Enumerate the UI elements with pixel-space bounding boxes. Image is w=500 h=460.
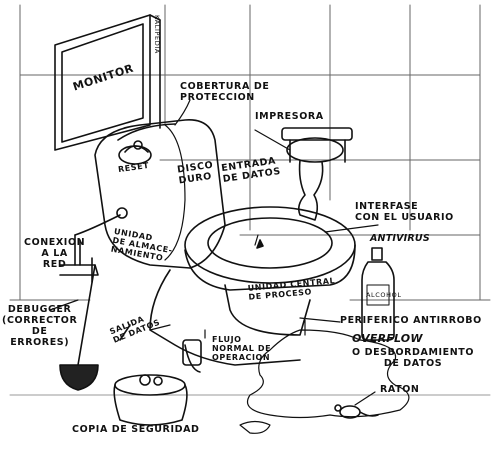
label-alcohol: ALCOHOL: [366, 291, 402, 299]
label-debugger: DEBUGGER (CORRECTOR DE ERRORES): [2, 304, 78, 348]
toilet-tank: [94, 119, 226, 269]
label-pointers: [49, 99, 379, 406]
label-overflow: OVERFLOW: [352, 332, 423, 345]
backup-bucket: [113, 374, 188, 426]
mouse-figure: [334, 404, 379, 419]
label-flujo-normal: FLUJO NORMAL DE OPERACION: [212, 335, 272, 363]
label-raton: RATON: [380, 384, 420, 395]
label-copia-seguridad: COPIA DE SEGURIDAD: [72, 424, 200, 435]
label-antivirus: ANTIVIRUS: [370, 233, 430, 244]
debugger-plunger: [59, 264, 99, 391]
overflow-puddle: [239, 329, 410, 434]
label-periferico: PERIFERICO ANTIRROBO: [340, 315, 482, 326]
label-conexion-red: CONEXION A LA RED: [24, 237, 86, 270]
toilet-bowl: [119, 206, 356, 373]
label-impresora: IMPRESORA: [255, 111, 324, 122]
printer-paper-roll: [281, 127, 353, 221]
label-kalipedia: Kalipedia: [153, 15, 161, 54]
wall-tiles: [9, 4, 491, 396]
label-interfase: INTERFASE CON EL USUARIO: [355, 201, 454, 223]
label-cobertura: COBERTURA DE PROTECCION: [180, 81, 270, 103]
label-desbordamiento: O DESBORDAMIENTO DE DATOS: [352, 347, 475, 369]
monitor-frame: [54, 14, 161, 151]
antivirus-bottle: [361, 247, 395, 341]
